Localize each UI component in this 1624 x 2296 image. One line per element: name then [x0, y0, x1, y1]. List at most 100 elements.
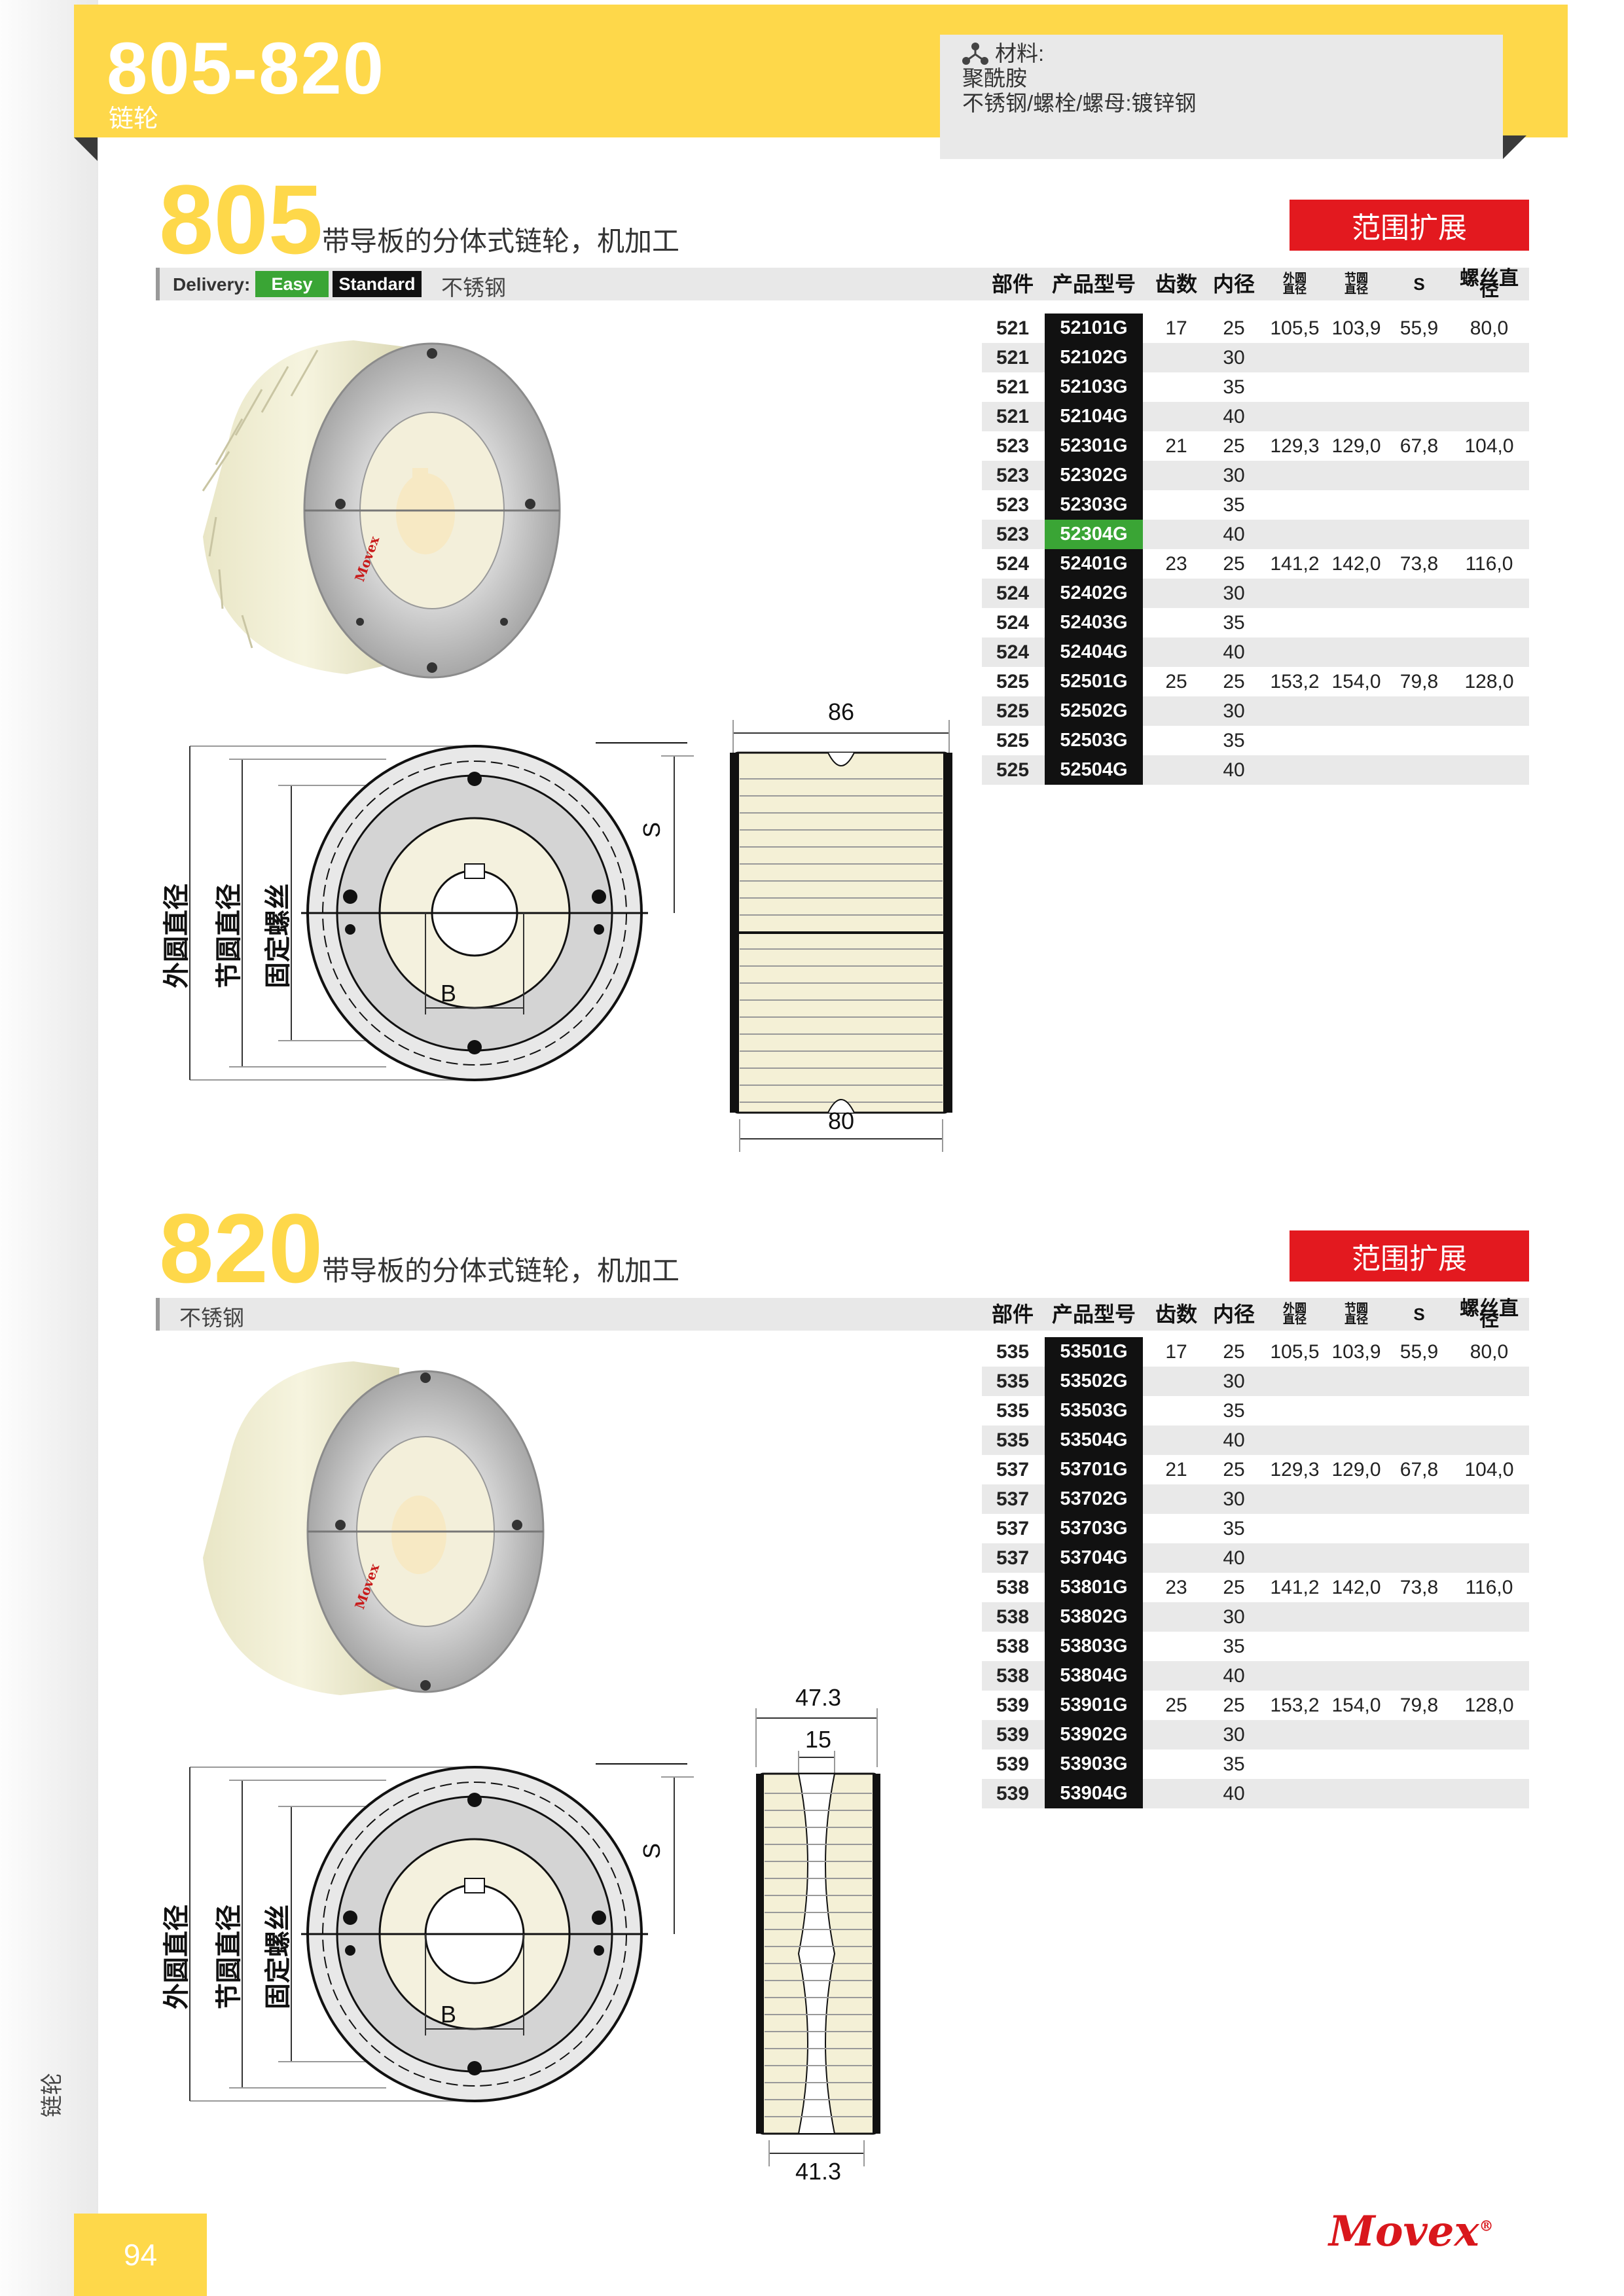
- cell-part: 538: [996, 1605, 1030, 1628]
- cell-product-code[interactable]: 53503G: [1045, 1396, 1143, 1426]
- cell-product-code[interactable]: 53704G: [1045, 1543, 1143, 1573]
- cell-part: 521: [996, 376, 1030, 398]
- page-number: 94: [74, 2214, 207, 2296]
- cell-product-code[interactable]: 53803G: [1045, 1632, 1143, 1661]
- range-title: 805-820: [107, 27, 386, 109]
- cell-product-code[interactable]: 52501G: [1045, 667, 1143, 696]
- cell-screw-diameter: 128,0: [1464, 670, 1514, 692]
- cell-teeth: 23: [1165, 552, 1187, 575]
- col-bore: 内径: [1212, 272, 1255, 296]
- cell-pitch-diameter: [1326, 1749, 1386, 1779]
- cell-s: 67,8: [1399, 1458, 1439, 1480]
- cell-product-code[interactable]: 52303G: [1045, 490, 1143, 520]
- cell-product-code[interactable]: 52403G: [1045, 608, 1143, 637]
- cell-s: [1389, 696, 1449, 726]
- cell-product-code[interactable]: 53801G: [1045, 1573, 1143, 1602]
- range-extension-button[interactable]: 范围扩展: [1290, 1230, 1529, 1282]
- cell-s: [1389, 1602, 1449, 1632]
- col-s: S: [1413, 1304, 1425, 1324]
- cell-outer-diameter: [1265, 726, 1325, 755]
- cell-bore: 40: [1223, 759, 1245, 781]
- cell-product-code[interactable]: 52404G: [1045, 637, 1143, 667]
- cell-screw-diameter: [1451, 1426, 1528, 1455]
- cell-part: 535: [996, 1399, 1030, 1422]
- cell-teeth: [1153, 343, 1199, 372]
- cell-product-code[interactable]: 53903G: [1045, 1749, 1143, 1779]
- cell-teeth: [1153, 1396, 1199, 1426]
- cell-outer-diameter: [1265, 402, 1325, 431]
- cell-product-code[interactable]: 53504G: [1045, 1426, 1143, 1455]
- cell-pitch-diameter: 129,0: [1331, 435, 1381, 457]
- cell-screw-diameter: [1451, 1602, 1528, 1632]
- label-fixing-screw: 固定螺丝: [263, 1905, 293, 2009]
- cell-teeth: [1153, 1661, 1199, 1691]
- cell-s: [1389, 1484, 1449, 1514]
- cell-teeth: [1153, 402, 1199, 431]
- col-outer-diameter: 外圆直径: [1283, 1302, 1307, 1326]
- cell-screw-diameter: [1451, 696, 1528, 726]
- cell-s: 79,8: [1399, 1694, 1439, 1716]
- cell-product-code[interactable]: 52104G: [1045, 402, 1143, 431]
- dim-s: S: [638, 1843, 665, 1859]
- cell-part: 537: [996, 1547, 1030, 1569]
- cell-bore: 40: [1223, 641, 1245, 663]
- cell-product-code[interactable]: 53501G: [1045, 1337, 1143, 1367]
- cell-product-code[interactable]: 53703G: [1045, 1514, 1143, 1543]
- cell-product-code[interactable]: 53901G: [1045, 1691, 1143, 1720]
- cell-product-code[interactable]: 52302G: [1045, 461, 1143, 490]
- cell-pitch-diameter: 103,9: [1331, 317, 1381, 339]
- label-pitch-diameter: 节圆直径: [214, 1905, 244, 2009]
- cell-teeth: [1153, 372, 1199, 402]
- cell-outer-diameter: [1265, 490, 1325, 520]
- cell-screw-diameter: 128,0: [1464, 1694, 1514, 1716]
- cell-s: 79,8: [1399, 670, 1439, 692]
- cell-part: 535: [996, 1429, 1030, 1451]
- cell-teeth: [1153, 1632, 1199, 1661]
- cell-bore: 30: [1223, 1488, 1245, 1510]
- cell-s: [1389, 1367, 1449, 1396]
- cell-product-code[interactable]: 52402G: [1045, 579, 1143, 608]
- cell-product-code[interactable]: 53502G: [1045, 1367, 1143, 1396]
- cell-s: [1389, 402, 1449, 431]
- cell-outer-diameter: [1265, 1396, 1325, 1426]
- cell-product-code[interactable]: 52301G: [1045, 431, 1143, 461]
- range-extension-button[interactable]: 范围扩展: [1290, 200, 1529, 251]
- cell-product-code[interactable]: 53702G: [1045, 1484, 1143, 1514]
- cell-part: 525: [996, 729, 1030, 751]
- cell-pitch-diameter: [1326, 1484, 1386, 1514]
- cell-pitch-diameter: [1326, 343, 1386, 372]
- cell-bore: 30: [1223, 464, 1245, 486]
- cell-product-code[interactable]: 53904G: [1045, 1779, 1143, 1808]
- cell-s: [1389, 372, 1449, 402]
- label-outer-diameter: 外圆直径: [162, 884, 192, 988]
- cell-product-code[interactable]: 53902G: [1045, 1720, 1143, 1749]
- cell-product-code[interactable]: 52504G: [1045, 755, 1143, 785]
- cell-product-code[interactable]: 52503G: [1045, 726, 1143, 755]
- cell-outer-diameter: [1265, 1426, 1325, 1455]
- delivery-bar: Delivery: Easy Standard 不锈钢: [156, 268, 1529, 300]
- cell-outer-diameter: 129,3: [1270, 435, 1320, 457]
- cell-product-code[interactable]: 53804G: [1045, 1661, 1143, 1691]
- cell-teeth: [1153, 1484, 1199, 1514]
- cell-product-code[interactable]: 52502G: [1045, 696, 1143, 726]
- cell-product-code[interactable]: 52103G: [1045, 372, 1143, 402]
- cell-product-code[interactable]: 52304G: [1045, 520, 1143, 549]
- cell-screw-diameter: [1451, 461, 1528, 490]
- cell-product-code[interactable]: 52101G: [1045, 314, 1143, 343]
- cell-bore: 30: [1223, 1370, 1245, 1392]
- cell-product-code[interactable]: 52102G: [1045, 343, 1143, 372]
- cell-bore: 40: [1223, 1664, 1245, 1687]
- cell-outer-diameter: [1265, 1514, 1325, 1543]
- cell-outer-diameter: [1265, 696, 1325, 726]
- cell-outer-diameter: [1265, 520, 1325, 549]
- cell-product-code[interactable]: 53701G: [1045, 1455, 1143, 1484]
- cell-product-code[interactable]: 52401G: [1045, 549, 1143, 579]
- cell-product-code[interactable]: 53802G: [1045, 1602, 1143, 1632]
- cell-bore: 40: [1223, 1782, 1245, 1804]
